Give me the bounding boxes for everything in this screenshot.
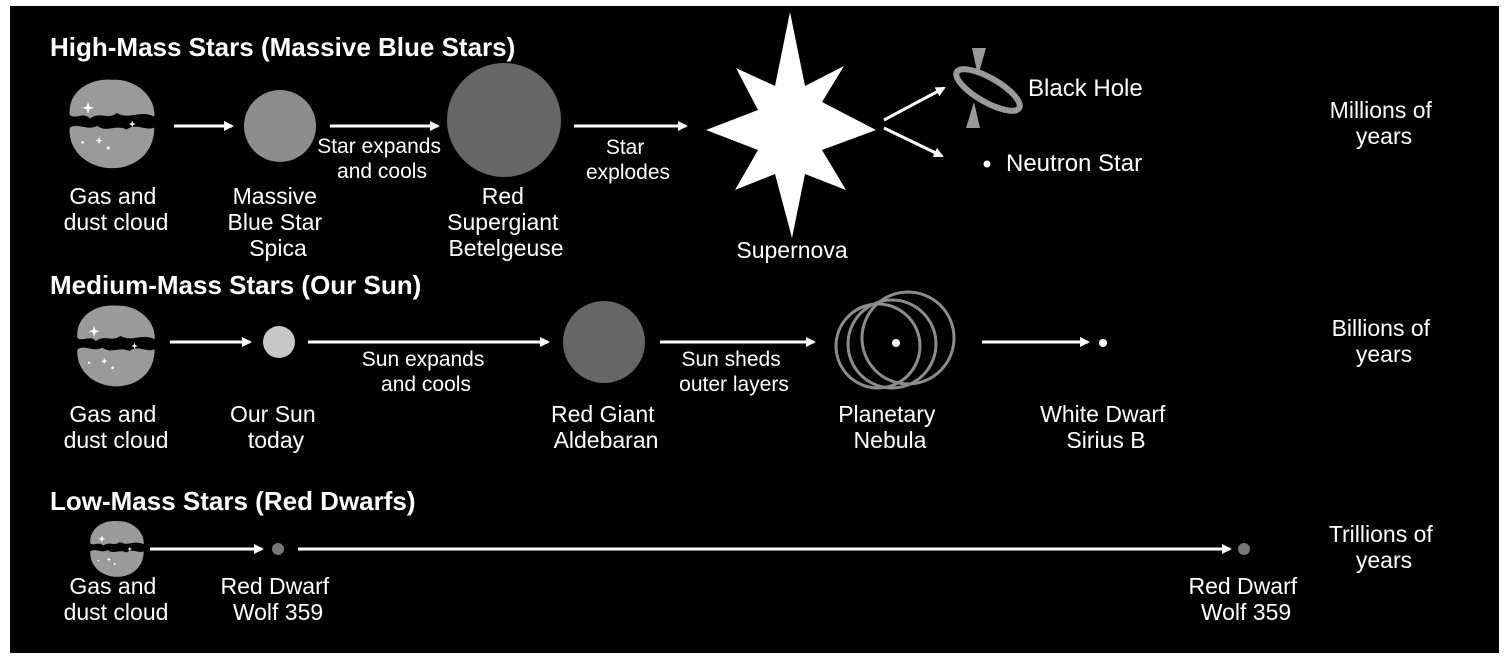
star-expands-note: Star expands and cools (317, 135, 447, 183)
sun-label: Our Sun today (230, 401, 322, 453)
our-sun (263, 326, 295, 358)
neutron-star-label: Neutron Star (1006, 150, 1142, 177)
blue-star-label: Massive Blue Star Spica (228, 183, 329, 261)
timescale-medium: Billions of years (1332, 315, 1437, 367)
nebula-label: Planetary Nebula (838, 401, 942, 453)
massive-blue-star (244, 90, 316, 162)
sun-sheds-note: Sun sheds outer layers (679, 348, 789, 396)
star-explodes-note: Star explodes (586, 136, 670, 184)
medium-mass-title: Medium-Mass Stars (Our Sun) (50, 270, 421, 300)
gas-dust-cloud-high (69, 79, 155, 169)
cloud-label-medium: Gas and dust cloud (64, 401, 169, 453)
red-giant-label: Red Giant Aldebaran (551, 401, 661, 453)
red-dwarf-1 (272, 543, 284, 555)
white-dwarf-dot (1099, 339, 1107, 347)
red-dwarf-2 (1238, 543, 1250, 555)
planetary-nebula (834, 290, 956, 390)
red-dwarf-2-label: Red Dwarf Wolf 359 (1188, 573, 1303, 625)
supernova-label: Supernova (736, 237, 847, 263)
black-hole-icon (953, 48, 1023, 128)
supernova-burst (706, 12, 876, 238)
nebula-core (892, 339, 900, 347)
gas-dust-cloud-low (90, 521, 144, 577)
stellar-evolution-diagram: High-Mass Stars (Massive Blue Stars) Gas… (50, 12, 1439, 625)
arrow-to-neutron-star (883, 126, 944, 158)
red-giant (563, 301, 645, 383)
white-dwarf-label: White Dwarf Sirius B (1040, 401, 1172, 453)
arrow-to-black-hole (883, 86, 946, 122)
high-mass-title: High-Mass Stars (Massive Blue Stars) (50, 32, 515, 62)
neutron-star-dot (983, 160, 991, 168)
red-dwarf-1-label: Red Dwarf Wolf 359 (220, 573, 335, 625)
supergiant-label: Red Supergiant Betelgeuse (447, 183, 565, 261)
timescale-low: Trillions of years (1329, 521, 1439, 573)
cloud-label-low: Gas and dust cloud (64, 573, 169, 625)
diagram-panel: High-Mass Stars (Massive Blue Stars) Gas… (10, 6, 1499, 653)
black-hole-label: Black Hole (1028, 75, 1143, 102)
cloud-label-high: Gas and dust cloud (64, 183, 169, 235)
low-mass-title: Low-Mass Stars (Red Dwarfs) (50, 486, 416, 516)
sun-expands-note: Sun expands and cools (362, 348, 490, 396)
red-supergiant (447, 63, 561, 177)
timescale-high: Millions of years (1330, 97, 1439, 149)
gas-dust-cloud-medium (77, 305, 155, 387)
